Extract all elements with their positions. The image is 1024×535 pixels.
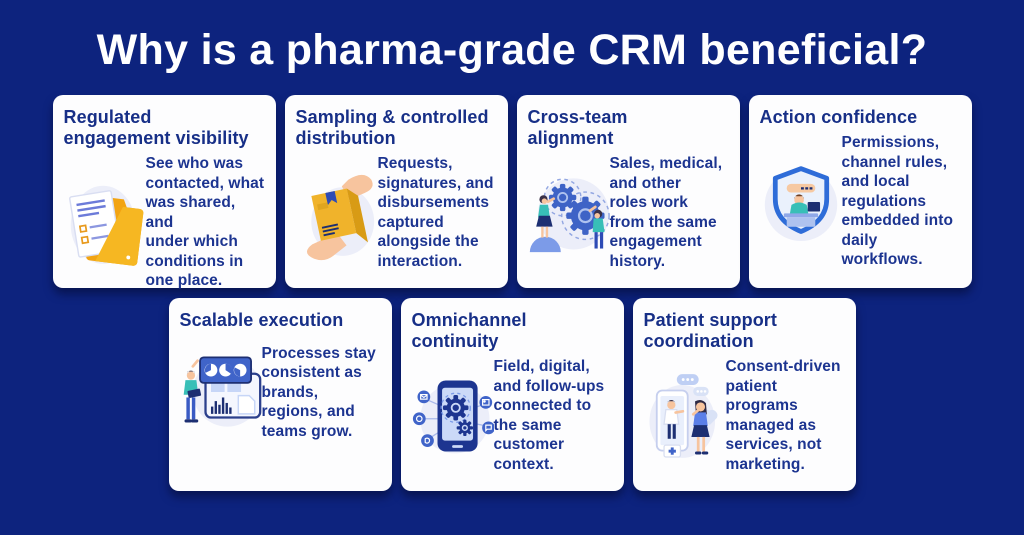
- card-title: Regulated engagement visibility: [63, 107, 249, 149]
- card-regulated-engagement-visibility: Regulated engagement visibility: [52, 95, 276, 290]
- card-sampling-controlled-distribution: Sampling & controlled distribution: [284, 95, 508, 289]
- cards-row-bottom: Scalable execution: [0, 298, 1024, 492]
- card-body: Field, digital, and follow-ups connected…: [493, 358, 605, 473]
- device-channels-icon: [412, 380, 494, 454]
- card-title: Action confidence: [759, 107, 918, 128]
- card-omnichannel-continuity: Omnichannel continuity: [400, 298, 624, 492]
- card-body: Sales, medical, and other roles work fro…: [609, 155, 723, 270]
- card-title: Sampling & controlled distribution: [295, 107, 489, 149]
- card-title: Omnichannel continuity: [411, 310, 527, 352]
- telehealth-patient-icon: [648, 373, 717, 458]
- dashboard-presenter-icon: [183, 356, 262, 427]
- card-scalable-execution: Scalable execution: [168, 298, 392, 492]
- hands-package-icon: [296, 158, 378, 268]
- team-gears-icon: [528, 158, 610, 268]
- card-body: Requests, signatures, and disbursements …: [377, 155, 494, 270]
- shield-user-icon: [764, 165, 837, 241]
- folder-documents-icon: [68, 186, 143, 267]
- card-patient-support-coordination: Patient support coordination: [632, 298, 856, 492]
- card-cross-team-alignment: Cross-team alignment: [516, 95, 740, 289]
- card-body: Processes stay consistent as brands, reg…: [261, 344, 376, 440]
- telehealth-patient-icon: [644, 360, 726, 472]
- card-body: See who was contacted, what was shared, …: [145, 155, 265, 290]
- dashboard-presenter-icon: [180, 336, 262, 448]
- shield-user-icon: [760, 148, 842, 256]
- card-title: Cross-team alignment: [527, 107, 628, 149]
- cards-container: Regulated engagement visibility: [0, 95, 1024, 492]
- card-body: Permissions, channel rules, and local re…: [841, 134, 954, 269]
- infographic: Why is a pharma-grade CRM beneficial? Re…: [0, 26, 1024, 492]
- folder-documents-icon: [64, 167, 146, 277]
- card-title: Scalable execution: [179, 310, 344, 331]
- card-action-confidence: Action confidence: [748, 95, 972, 289]
- cards-row-top: Regulated engagement visibility: [0, 95, 1024, 290]
- device-channels-icon: [412, 361, 494, 471]
- team-gears-icon: [529, 178, 610, 252]
- card-body: Consent-driven patient programs managed …: [725, 358, 841, 473]
- page-title: Why is a pharma-grade CRM beneficial?: [96, 26, 928, 74]
- card-title: Patient support coordination: [643, 310, 778, 352]
- hands-package-icon: [306, 174, 374, 260]
